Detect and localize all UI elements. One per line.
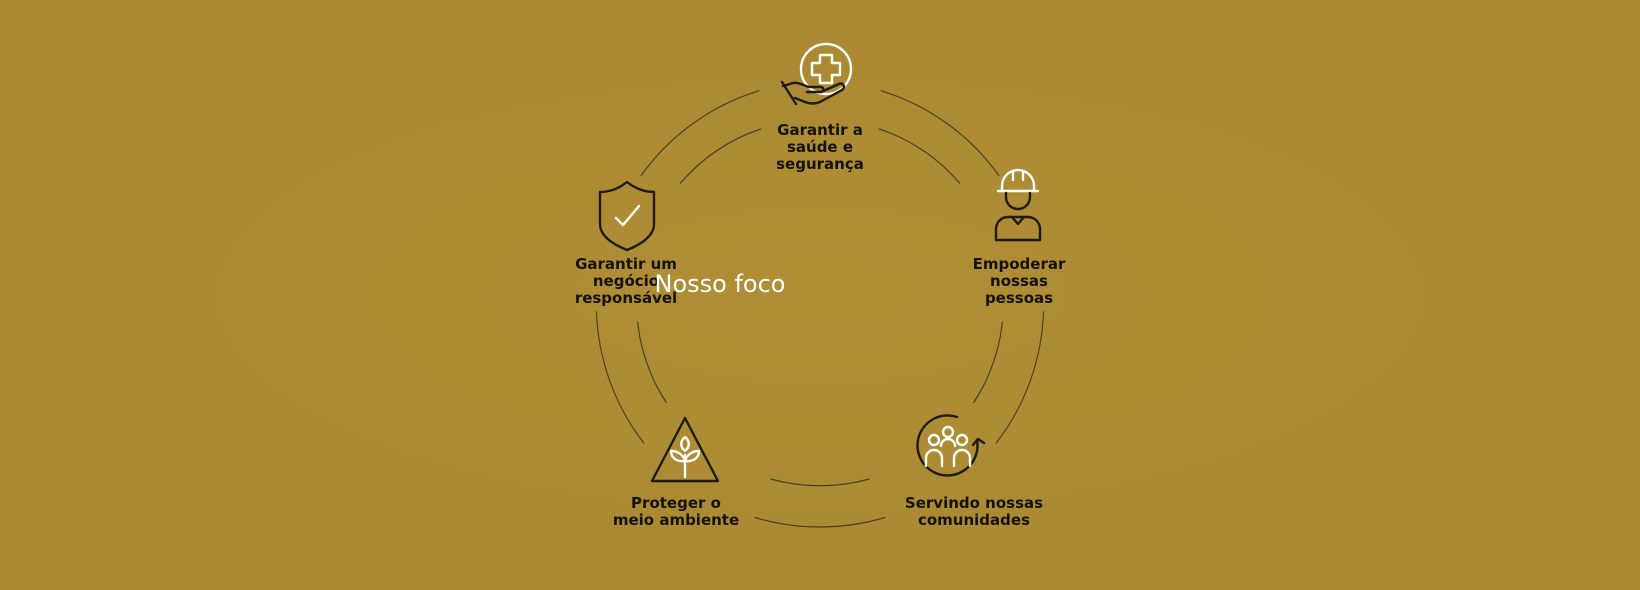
node-label-health-safety: Garantir a saúde e segurança: [730, 122, 910, 173]
arc-outer-left: [595, 311, 645, 444]
label-line: Empoderar: [972, 255, 1066, 273]
label-line: Servindo nossas: [904, 494, 1044, 512]
hand-with-medical-cross-icon: [780, 42, 853, 106]
label-line: meio ambiente: [612, 511, 740, 529]
arc-inner-top-left: [679, 128, 762, 184]
arc-inner-right: [973, 321, 1003, 404]
node-label-empower-people: Empoderar nossas pessoas: [929, 256, 1109, 307]
label-line: Garantir um: [575, 255, 677, 273]
label-line: negócio: [592, 272, 660, 290]
arc-outer-bottom: [754, 516, 886, 528]
node-label-protect-environment: Proteger o meio ambiente: [586, 495, 766, 529]
label-line: Proteger o: [631, 494, 721, 512]
arc-inner-bottom: [770, 478, 870, 487]
arc-outer-top-right: [880, 90, 1000, 176]
label-line: responsável: [574, 289, 678, 307]
node-label-serve-communities: Servindo nossas comunidades: [874, 495, 1074, 529]
arc-inner-left: [637, 321, 667, 404]
community-people-cycle-icon: [916, 414, 986, 477]
label-line: segurança: [776, 155, 864, 173]
arc-outer-right: [995, 311, 1045, 444]
label-line: nossas: [990, 272, 1048, 290]
label-line: saúde e: [786, 138, 854, 156]
arc-outer-top-left: [640, 90, 760, 176]
label-line: comunidades: [917, 511, 1031, 529]
node-label-responsible-business: Garantir um negócio responsável: [536, 256, 716, 307]
arc-inner-top-right: [878, 128, 961, 184]
label-line: pessoas: [984, 289, 1054, 307]
label-line: Garantir a: [777, 121, 863, 139]
center-title: Nosso foco: [654, 270, 786, 298]
plant-in-triangle-icon: [650, 416, 720, 483]
shield-check-icon: [598, 180, 656, 252]
worker-hard-hat-icon: [994, 168, 1042, 242]
